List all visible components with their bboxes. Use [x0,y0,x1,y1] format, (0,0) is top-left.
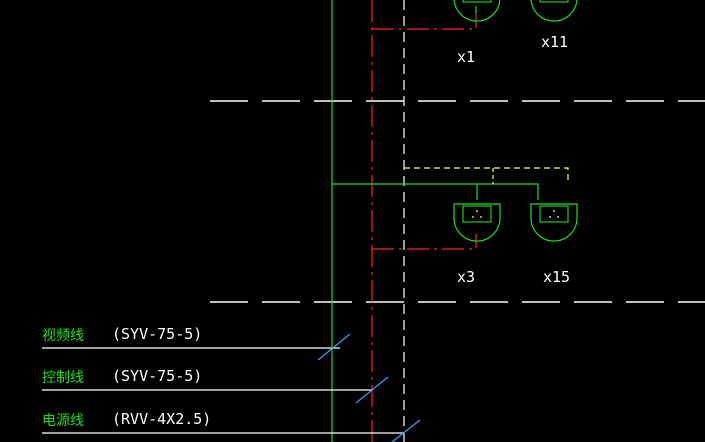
legend-control-slash [355,376,389,404]
legend-control-spec: (SYV-75-5) [112,367,202,385]
camera-symbol [530,203,578,242]
camera-lens-box [539,0,569,3]
camera-lens-box [462,0,492,3]
camera-dot [553,210,555,212]
legend-video-spec: (SYV-75-5) [112,325,202,343]
legend-power-name: 电源线 [42,413,84,429]
control-branch-top [372,14,477,30]
cameras-layer: x1 x11 x3 x15 [453,0,578,286]
camera-label: x15 [543,268,570,286]
legend-video-slash [317,333,351,361]
legend-power-slash [391,419,421,442]
camera-lens-box [539,205,569,223]
camera-dot [476,210,478,212]
camera-label: x1 [457,48,475,66]
camera-housing [530,0,578,22]
camera-dot [472,216,474,218]
camera-symbol [453,0,501,22]
legend-power-spec: (RVV-4X2.5) [112,410,211,428]
camera-lens-box [462,205,492,223]
camera-label: x3 [457,268,475,286]
control-branch-mid [372,234,477,250]
camera-dot [557,216,559,218]
legend-video-name: 视频线 [42,328,84,344]
legend-control-name: 控制线 [42,370,84,386]
camera-symbol [453,203,501,242]
camera-housing [453,203,501,242]
video-branch-mid [332,183,539,200]
power-branch-mid [404,167,569,182]
camera-housing [453,0,501,22]
camera-dot [480,216,482,218]
camera-symbol [530,0,578,22]
camera-housing [530,203,578,242]
camera-label: x11 [541,33,568,51]
camera-dot [549,216,551,218]
